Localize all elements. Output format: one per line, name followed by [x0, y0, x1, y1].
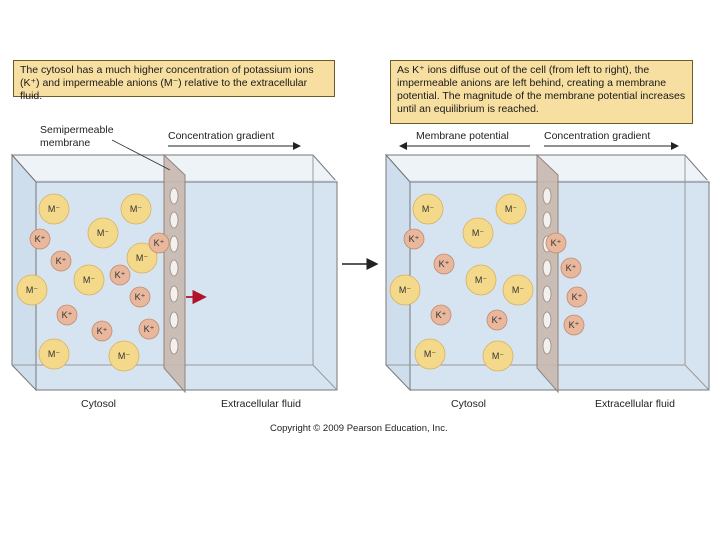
svg-text:M⁻: M⁻	[48, 204, 60, 214]
svg-text:K⁺: K⁺	[566, 263, 577, 273]
svg-text:M⁻: M⁻	[399, 285, 411, 295]
right-membrane	[536, 153, 559, 394]
potassium-ion: K⁺	[50, 250, 72, 272]
svg-text:M⁻: M⁻	[83, 275, 95, 285]
semipermeable-label: Semipermeable	[40, 124, 114, 136]
anion-ion: M⁻	[465, 264, 497, 296]
svg-text:M⁻: M⁻	[475, 275, 487, 285]
anion-ion: M⁻	[502, 274, 534, 306]
concentration-gradient-left-label: Concentration gradient	[168, 130, 275, 142]
svg-text:M⁻: M⁻	[136, 253, 148, 263]
left-membrane	[163, 153, 186, 394]
anion-ion: M⁻	[482, 340, 514, 372]
potassium-ion: K⁺	[109, 264, 131, 286]
cytosol-left-label: Cytosol	[81, 398, 117, 410]
potassium-ion: K⁺	[91, 320, 113, 342]
potassium-ion: K⁺	[148, 232, 170, 254]
svg-text:M⁻: M⁻	[472, 228, 484, 238]
svg-text:K⁺: K⁺	[135, 292, 146, 302]
svg-text:K⁺: K⁺	[572, 292, 583, 302]
anion-ion: M⁻	[87, 217, 119, 249]
anion-ion: M⁻	[389, 274, 421, 306]
anion-ion: M⁻	[126, 242, 158, 274]
potassium-ion: K⁺	[138, 318, 160, 340]
anion-ion: M⁻	[495, 193, 527, 225]
svg-text:K⁺: K⁺	[56, 256, 67, 266]
svg-text:M⁻: M⁻	[130, 204, 142, 214]
svg-text:K⁺: K⁺	[35, 234, 46, 244]
svg-text:M⁻: M⁻	[512, 285, 524, 295]
anion-ion: M⁻	[108, 340, 140, 372]
svg-text:K⁺: K⁺	[439, 259, 450, 269]
svg-text:K⁺: K⁺	[409, 234, 420, 244]
potassium-ion: K⁺	[29, 228, 51, 250]
svg-text:K⁺: K⁺	[97, 326, 108, 336]
caption-right: As K⁺ ions diffuse out of the cell (from…	[390, 60, 693, 124]
anion-ion: M⁻	[73, 264, 105, 296]
potassium-ion: K⁺	[129, 286, 151, 308]
svg-text:K⁺: K⁺	[62, 310, 73, 320]
svg-text:K⁺: K⁺	[436, 310, 447, 320]
anion-ion: M⁻	[412, 193, 444, 225]
potassium-ion: K⁺	[545, 232, 567, 254]
anion-ion: M⁻	[16, 274, 48, 306]
svg-text:M⁻: M⁻	[97, 228, 109, 238]
svg-text:M⁻: M⁻	[118, 351, 130, 361]
svg-text:K⁺: K⁺	[551, 238, 562, 248]
potassium-ion: K⁺	[430, 304, 452, 326]
membrane-potential-label: Membrane potential	[416, 130, 509, 142]
anion-ion: M⁻	[38, 193, 70, 225]
right-ions: M⁻ M⁻ M⁻ M⁻ M⁻ M⁻ M⁻ M⁻ K⁺ K⁺ K⁺ K⁺ K⁺ K…	[389, 193, 588, 372]
svg-text:M⁻: M⁻	[505, 204, 517, 214]
potassium-ion: K⁺	[566, 286, 588, 308]
anion-ion: M⁻	[414, 338, 446, 370]
svg-text:M⁻: M⁻	[424, 349, 436, 359]
potassium-ion: K⁺	[56, 304, 78, 326]
potassium-ion: K⁺	[563, 314, 585, 336]
svg-text:M⁻: M⁻	[422, 204, 434, 214]
svg-text:K⁺: K⁺	[115, 270, 126, 280]
potassium-ion: K⁺	[433, 253, 455, 275]
potassium-ion: K⁺	[403, 228, 425, 250]
svg-text:M⁻: M⁻	[492, 351, 504, 361]
potassium-ion: K⁺	[486, 309, 508, 331]
left-ions: M⁻ M⁻ M⁻ M⁻ M⁻ M⁻ M⁻ M⁻ K⁺ K⁺ K⁺ K⁺ K⁺ K…	[16, 193, 170, 372]
svg-text:M⁻: M⁻	[48, 349, 60, 359]
anion-ion: M⁻	[462, 217, 494, 249]
svg-text:K⁺: K⁺	[144, 324, 155, 334]
ecf-left-label: Extracellular fluid	[221, 398, 301, 410]
membrane-label: membrane	[40, 137, 91, 149]
caption-left: The cytosol has a much higher concentrat…	[13, 60, 335, 102]
anion-ion: M⁻	[120, 193, 152, 225]
svg-text:K⁺: K⁺	[492, 315, 503, 325]
copyright-text: Copyright © 2009 Pearson Education, Inc.	[270, 423, 448, 434]
anion-ion: M⁻	[38, 338, 70, 370]
svg-text:M⁻: M⁻	[26, 285, 38, 295]
svg-text:K⁺: K⁺	[154, 238, 165, 248]
cytosol-right-label: Cytosol	[451, 398, 487, 410]
potassium-ion: K⁺	[560, 257, 582, 279]
membrane-pointer-line	[111, 139, 171, 171]
ecf-right-label: Extracellular fluid	[595, 398, 675, 410]
concentration-gradient-right-label: Concentration gradient	[544, 130, 651, 142]
svg-text:K⁺: K⁺	[569, 320, 580, 330]
